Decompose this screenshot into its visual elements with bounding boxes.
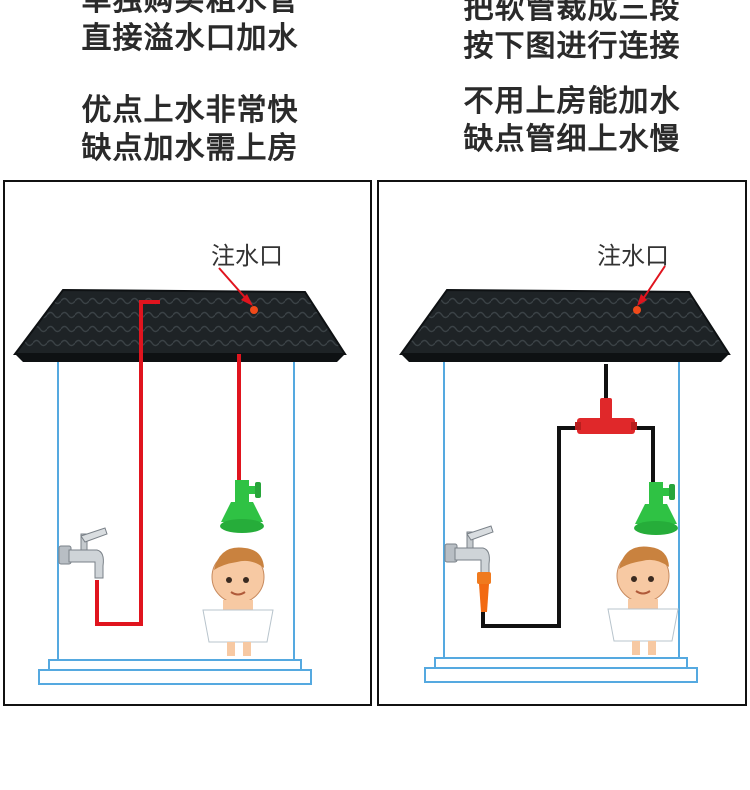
left-heading-line-1: 单独购买粗水管 — [81, 0, 299, 18]
right-heading-line-2: 按下图进行连接 — [463, 29, 681, 64]
right-heading: 把软管裁成三段 按下图进行连接 — [422, 0, 722, 66]
left-cons: 缺点加水需上房 — [81, 131, 299, 166]
right-pros-cons: 不用上房能加水 缺点管细上水慢 — [422, 83, 722, 159]
callout-arrow-icon — [218, 267, 253, 306]
faucet-icon — [444, 525, 494, 575]
inlet-dot — [633, 306, 641, 314]
left-heading: 单独购买粗水管 直接溢水口加水 — [40, 0, 340, 58]
baby-towel-icon — [607, 546, 679, 655]
shower-frame — [17, 353, 345, 685]
shower-head-icon — [220, 480, 264, 533]
right-heading-line-1: 把软管裁成三段 — [463, 0, 681, 26]
left-diagram — [13, 267, 347, 685]
baby-towel-icon — [202, 547, 274, 656]
left-pros: 优点上水非常快 — [81, 93, 299, 128]
right-cons: 缺点管细上水慢 — [463, 122, 681, 157]
left-pros-cons: 优点上水非常快 缺点加水需上房 — [40, 92, 340, 168]
right-diagram — [399, 265, 731, 683]
shower-head-icon — [634, 482, 678, 535]
right-pros: 不用上房能加水 — [463, 84, 681, 119]
callout-arrow-icon — [637, 265, 666, 306]
inlet-dot — [250, 306, 258, 314]
water-tank-icon — [399, 288, 731, 362]
right-inlet-label: 注水口 — [597, 242, 669, 270]
faucet-icon — [58, 527, 108, 579]
left-inlet-label: 注水口 — [211, 242, 283, 270]
shower-frame — [403, 353, 729, 683]
right-diagram-panel: 注水口 — [377, 180, 747, 706]
tee-connector-icon — [575, 398, 637, 434]
red-water-pipe — [95, 300, 160, 626]
water-tank-icon — [13, 288, 347, 362]
left-heading-line-2: 直接溢水口加水 — [81, 21, 299, 56]
left-diagram-panel: 注水口 — [3, 180, 372, 706]
hose-nozzle-icon — [477, 572, 491, 612]
